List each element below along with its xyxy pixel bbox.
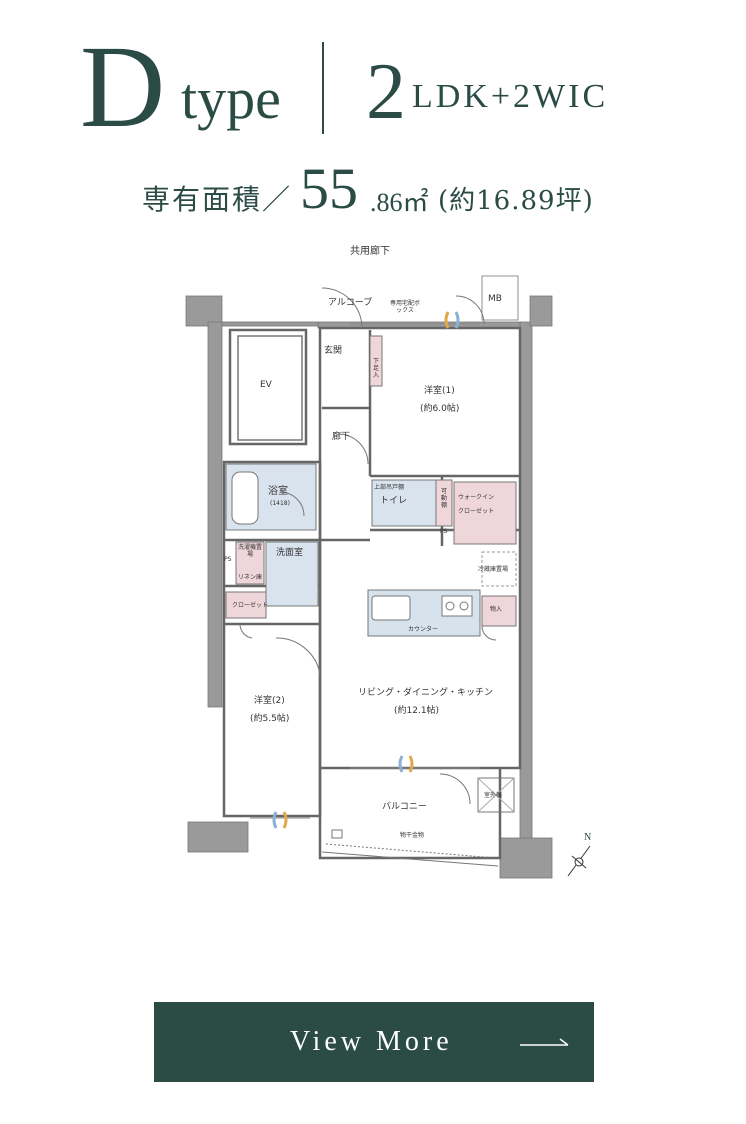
view-more-button[interactable]: View More	[154, 1002, 594, 1082]
mb-label: MB	[488, 294, 502, 304]
room1-size: (約6.0帖)	[420, 404, 460, 414]
area-tsubo: (約16.89坪)	[438, 186, 594, 216]
delivery-box-label: 専用宅配ボックス	[390, 300, 421, 314]
alcove-label: アルコーブ	[328, 298, 373, 308]
linen-label: リネン庫	[238, 574, 263, 581]
arrow-right-icon	[520, 1038, 569, 1046]
closet-label: クローゼット	[232, 602, 269, 609]
floor-plan-drawing	[185, 275, 553, 879]
counter-label: カウンター	[408, 626, 439, 633]
upper-cabinet-label: 上部吊戸棚	[374, 484, 405, 491]
ps-label-2: PS	[224, 556, 232, 563]
bath-size: (1418)	[270, 500, 290, 507]
shared-corridor-label: 共用廊下	[350, 246, 390, 257]
ps-label-1: PS	[440, 528, 448, 535]
area-label: 専有面積／	[142, 183, 293, 216]
wic-label-1: ウォークイン	[458, 494, 495, 501]
hallway-label: 廊下	[332, 432, 351, 442]
washer-space-label: 洗濯機置場	[238, 544, 263, 558]
balcony-label: バルコニー	[382, 802, 427, 812]
floor-plan: 共用廊下 アルコーブ 専用宅配ボックス MB EV 玄関 下足入 廊下 洋室(1…	[180, 240, 610, 890]
room2-name: 洋室(2)	[254, 696, 285, 706]
north-label: N	[584, 832, 591, 843]
wic-label-2: クローゼット	[458, 508, 495, 515]
washroom-label: 洗面室	[276, 548, 304, 558]
movable-shelf-label: 可動棚	[440, 488, 447, 509]
room1-name: 洋室(1)	[424, 386, 455, 396]
type-word: type	[181, 66, 281, 131]
compass-icon: N	[562, 830, 596, 882]
laundry-hanger-label: 物干金物	[400, 832, 425, 839]
type-letter: D	[80, 21, 166, 152]
toilet-label: トイレ	[380, 496, 408, 506]
entrance-label: 玄関	[324, 346, 343, 356]
room2-size: (約5.5帖)	[250, 714, 290, 724]
bath-name: 浴室	[268, 486, 288, 497]
outdoor-unit-label: 室外機	[484, 792, 503, 799]
ldk-size: (約12.1帖)	[394, 706, 440, 716]
area-info: 専有面積／ 55 .86㎡ (約16.89坪)	[142, 160, 622, 220]
plan-number: 2	[366, 48, 406, 136]
area-decimal: .86㎡	[370, 188, 429, 217]
area-integer: 55	[300, 156, 358, 221]
ev-label: EV	[260, 380, 272, 390]
shoe-storage-label: 下足入	[372, 358, 379, 379]
ldk-name: リビング・ダイニング・キッチン	[358, 688, 494, 698]
header: D type 2 LDK+2WIC 専有面積／ 55 .86㎡ (約16.89坪…	[0, 0, 746, 230]
plan-type: LDK+2WIC	[412, 78, 609, 115]
view-more-label: View More	[290, 1026, 453, 1057]
title-divider	[322, 42, 324, 134]
fridge-label: 冷蔵庫置場	[478, 566, 509, 573]
storage-label: 物入	[490, 606, 503, 613]
